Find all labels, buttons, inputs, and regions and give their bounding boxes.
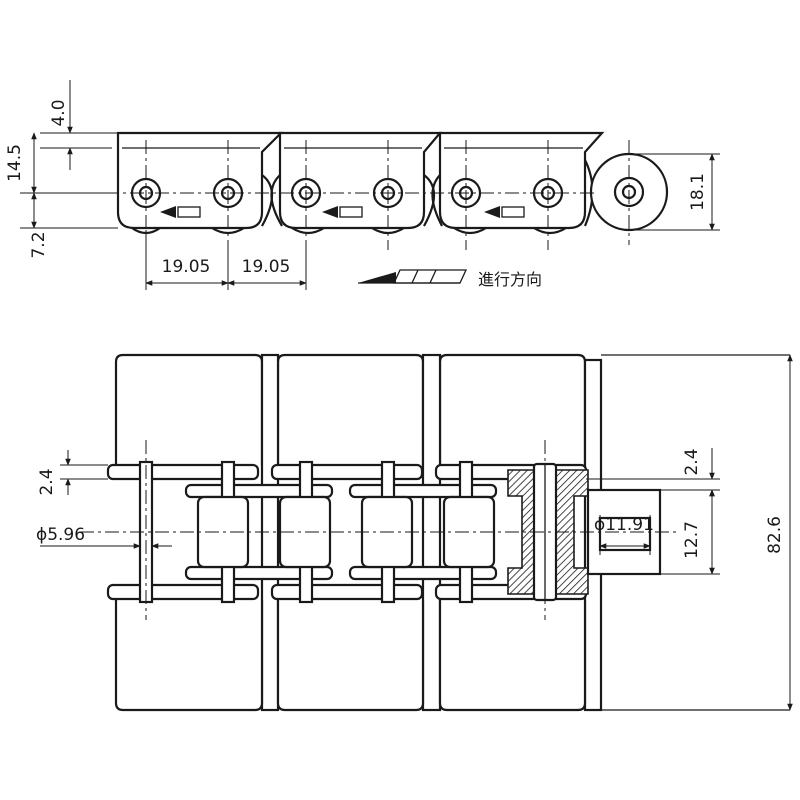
dim-below-pin: 7.2	[29, 231, 49, 258]
top-plate-lower-3	[438, 600, 587, 712]
dim-roller-diameter: ϕ11.91	[594, 515, 654, 535]
top-plate-3	[438, 131, 605, 230]
top-plate-upper-3	[438, 353, 587, 465]
direction-arrow-icon	[358, 269, 468, 284]
dim-inner-width: 12.7	[682, 521, 702, 559]
dim-total-width: 82.6	[765, 516, 785, 554]
dim-pitch-1: 19.05	[162, 257, 211, 277]
top-plate-upper-2	[276, 353, 425, 465]
outer-link-plate	[106, 583, 260, 601]
dim-plate-thickness-left: 2.4	[37, 468, 57, 495]
direction-label: 進行方向	[478, 270, 542, 289]
side-view: 4.0 14.5 7.2 19.05 19.05 18.1 進行方向	[5, 80, 720, 290]
outer-link-plate	[270, 583, 424, 601]
dim-roller-height: 18.1	[688, 173, 708, 211]
dim-top-offset: 4.0	[49, 99, 69, 126]
top-view: 2.4 ϕ5.96 2.4 12.7 ϕ11.91 82.6	[36, 353, 793, 712]
plate-direction-arrow	[484, 206, 525, 218]
dim-pitch-2: 19.05	[242, 257, 291, 277]
plate-direction-arrow	[322, 206, 363, 218]
top-plate-lower-2	[276, 600, 425, 712]
top-plate-1	[116, 131, 284, 230]
dim-pin-diameter: ϕ5.96	[36, 525, 85, 545]
dim-plate-height: 14.5	[5, 144, 25, 182]
top-plate-2	[278, 131, 443, 230]
outer-link-plate	[106, 463, 260, 481]
top-plate-upper-1	[114, 353, 264, 465]
top-plate-lower-1	[114, 600, 264, 712]
plate-direction-arrow	[160, 206, 201, 218]
dim-plate-thickness-right: 2.4	[682, 448, 702, 475]
outer-link-plate	[270, 463, 424, 481]
